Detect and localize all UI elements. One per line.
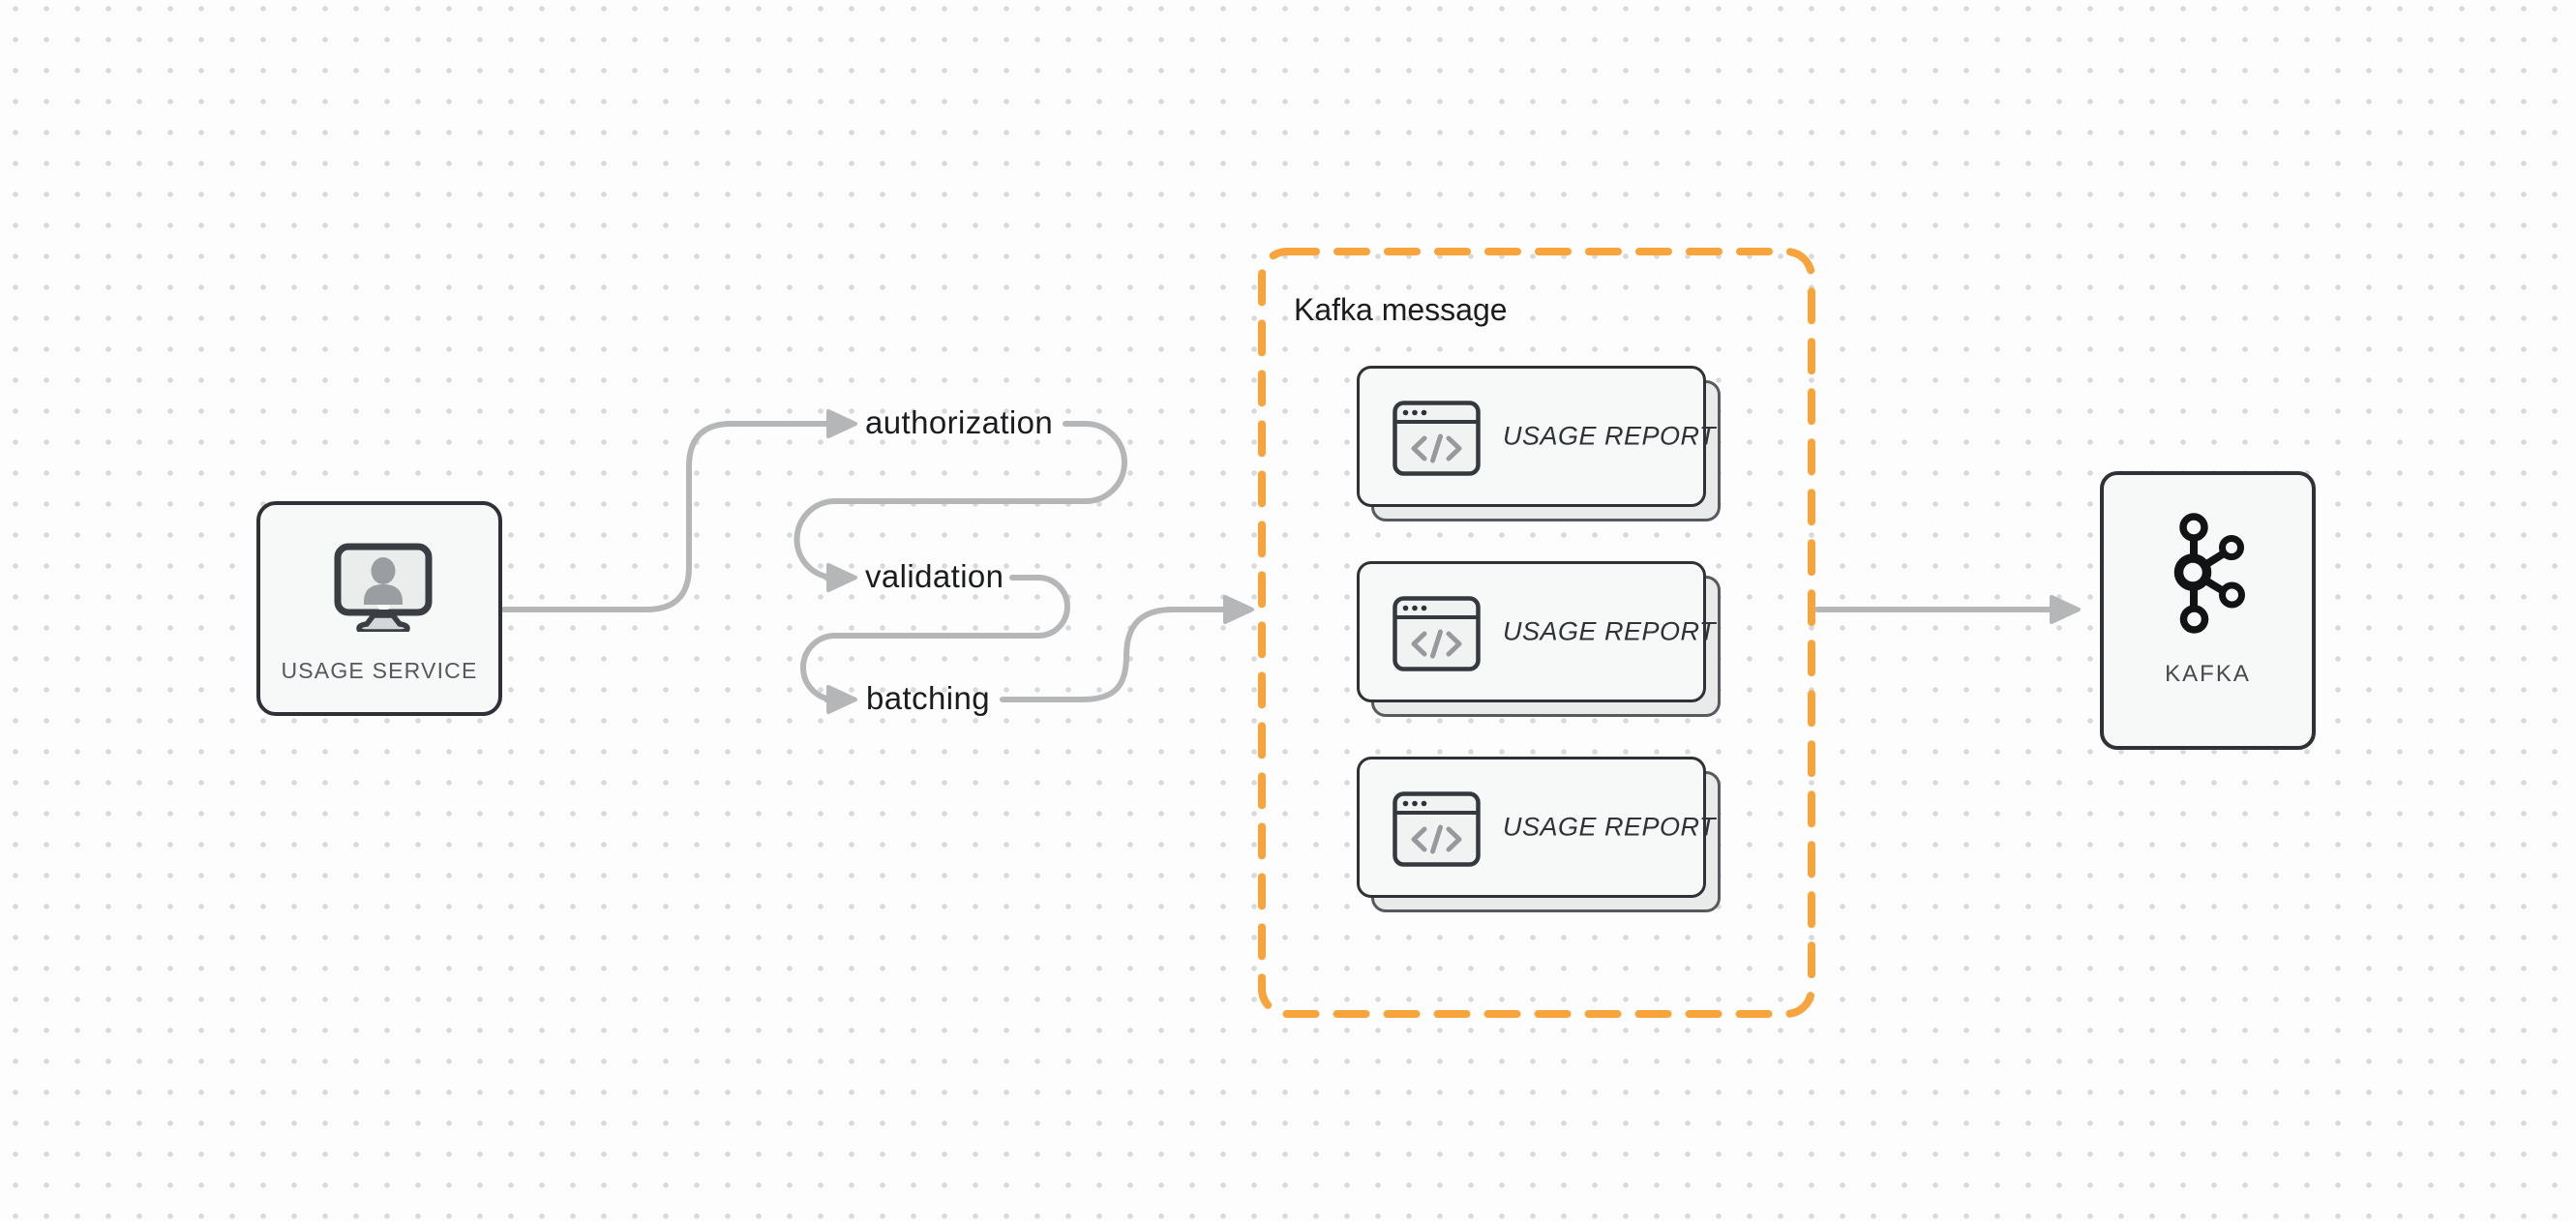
kafka-message-group[interactable]: Kafka message USAGE REPORT xyxy=(1258,248,1815,1018)
connector-validation-to-batching[interactable] xyxy=(800,575,1070,702)
step-label-authorization[interactable]: authorization xyxy=(865,404,1054,441)
usage-report-card[interactable]: USAGE REPORT xyxy=(1357,366,1721,521)
connector-authorization-to-validation[interactable] xyxy=(794,421,1127,581)
arrowhead-into-group xyxy=(1223,595,1254,624)
connector-batching-to-group[interactable] xyxy=(1000,607,1226,702)
arrowhead-into-kafka xyxy=(2050,595,2081,624)
arrowhead-validation xyxy=(826,563,857,592)
monitor-user-icon xyxy=(334,543,433,632)
usage-service-node[interactable]: USAGE SERVICE xyxy=(256,501,502,716)
arrowhead-batching xyxy=(826,685,857,714)
usage-report-label: USAGE REPORT xyxy=(1503,812,1717,842)
step-label-validation[interactable]: validation xyxy=(865,558,1004,595)
kafka-node[interactable]: KAFKA xyxy=(2100,471,2316,750)
code-window-icon xyxy=(1393,596,1481,671)
kafka-label: KAFKA xyxy=(2165,661,2251,687)
usage-report-label: USAGE REPORT xyxy=(1503,616,1717,646)
code-window-icon xyxy=(1393,791,1481,867)
usage-report-card[interactable]: USAGE REPORT xyxy=(1357,757,1721,912)
kafka-message-group-title[interactable]: Kafka message xyxy=(1294,292,1508,327)
usage-report-label: USAGE REPORT xyxy=(1503,421,1717,451)
kafka-message-group-border xyxy=(1258,248,1815,1018)
step-label-batching[interactable]: batching xyxy=(866,680,990,717)
code-window-icon xyxy=(1393,401,1481,476)
connector-usage-to-authorization[interactable] xyxy=(501,421,829,612)
usage-report-card[interactable]: USAGE REPORT xyxy=(1357,561,1721,717)
arrowhead-authorization xyxy=(826,409,857,438)
usage-service-label: USAGE SERVICE xyxy=(281,658,478,683)
kafka-logo-icon xyxy=(2173,513,2245,634)
